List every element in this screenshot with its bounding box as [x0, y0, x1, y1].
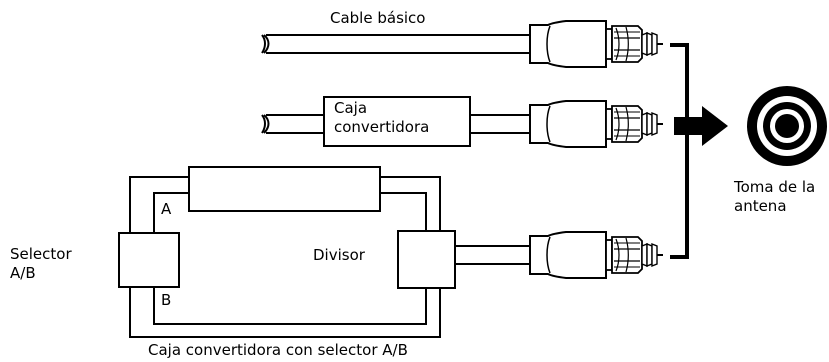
- converter-box: [323, 96, 471, 147]
- splitter-output-cable: [455, 245, 531, 265]
- antenna-jack-label-line1: Toma de la: [734, 178, 816, 196]
- coax-connector-2: [529, 100, 664, 148]
- converter-with-selector-label: Caja convertidora con selector A/B: [148, 341, 408, 359]
- basic-cable-line: [261, 34, 531, 54]
- selector-label-line2: A/B: [10, 264, 36, 282]
- converter-cable-line: [261, 114, 531, 134]
- splitter-box: [397, 230, 456, 289]
- selector-label-line1: Selector: [10, 245, 72, 263]
- ab-selector-box: [118, 232, 180, 288]
- splitter-label: Divisor: [313, 246, 365, 264]
- antenna-jack-icon: [747, 86, 827, 166]
- converter-box-label-line2: convertidora: [334, 118, 430, 136]
- converter-box-bottom: [188, 166, 381, 212]
- antenna-jack-label-line2: antena: [734, 197, 787, 215]
- coax-connector-1: [529, 20, 664, 68]
- coax-connector-3: [529, 231, 664, 279]
- port-a-label: A: [161, 200, 172, 218]
- port-b-label: B: [161, 291, 172, 309]
- basic-cable-label: Cable básico: [330, 9, 426, 27]
- connection-bracket: [670, 43, 689, 259]
- converter-box-label-line1: Caja: [334, 99, 368, 117]
- arrow-icon: [674, 106, 728, 146]
